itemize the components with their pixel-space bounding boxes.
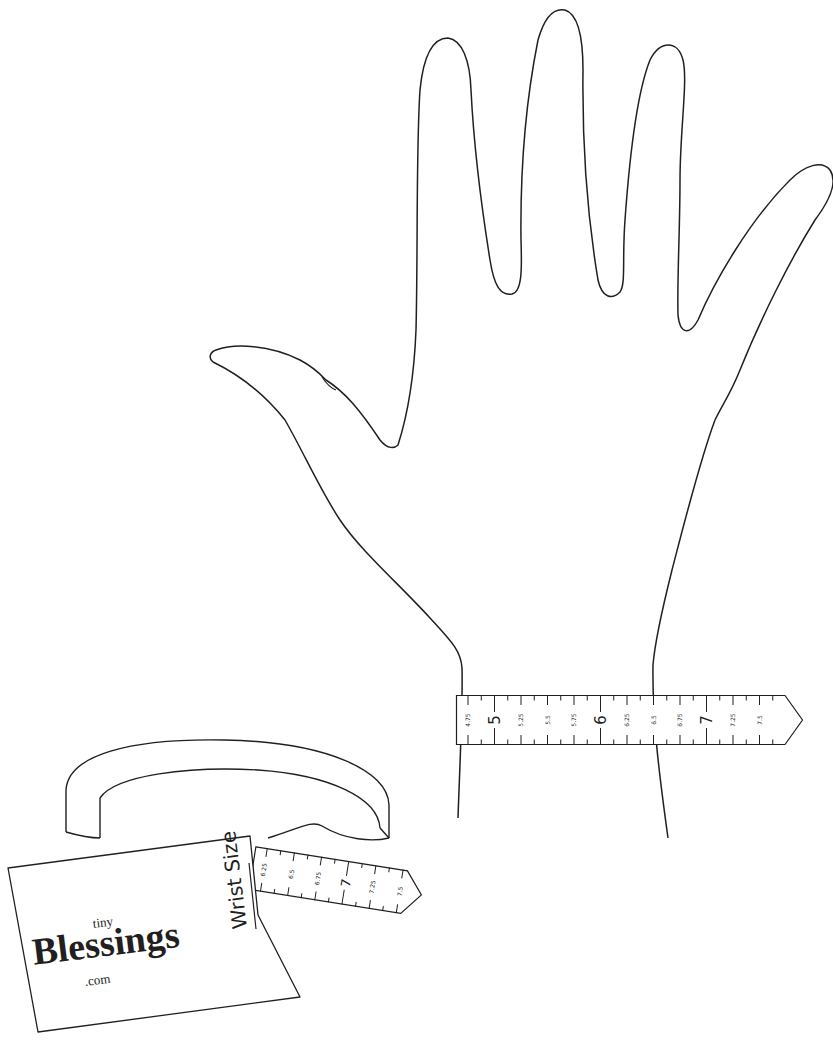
wrist-ruler: 4.75 5 5.25 5.5 5.75 6 6.25 6.5 6.75 7 7.25 7.5	[456, 695, 803, 745]
ruler-strip	[249, 847, 425, 916]
ruler-strip	[457, 696, 803, 745]
ruler-minor-number: 7.5	[396, 885, 404, 897]
ruler-minor-number: 6.25	[624, 712, 630, 727]
ruler-minor-number: 5.5	[545, 714, 551, 726]
ruler-minor-number: 6.5	[287, 868, 295, 880]
ruler-minor-number: 4.75	[465, 712, 471, 727]
ruler-major-number: 7	[338, 877, 352, 889]
ruler-ticks	[468, 695, 773, 745]
ruler-minor-number: 7.5	[757, 714, 763, 726]
ruler-minor-number: 7.25	[730, 712, 736, 727]
brand-domain: .com	[84, 972, 111, 988]
ruler-minor-number: 6.75	[677, 712, 683, 727]
hand-outline	[210, 10, 833, 838]
ruler-major-number: 7	[699, 714, 714, 726]
wrist-band-loop	[66, 740, 389, 840]
size-tag: tinyBlessings.comWrist Size	[0, 825, 310, 1040]
ruler-major-number: 6	[593, 714, 608, 726]
ruler-minor-number: 5.75	[571, 712, 577, 727]
ruler-minor-number: 5.25	[518, 712, 524, 727]
ruler-minor-number: 6.5	[651, 714, 657, 726]
wrist-ruler: 6.256.56.7577.257.5	[249, 846, 426, 916]
ruler-major-number: 5	[487, 714, 502, 726]
ruler-ticks	[260, 848, 403, 913]
ruler-outline	[249, 846, 426, 916]
thumb-crease	[322, 377, 336, 390]
